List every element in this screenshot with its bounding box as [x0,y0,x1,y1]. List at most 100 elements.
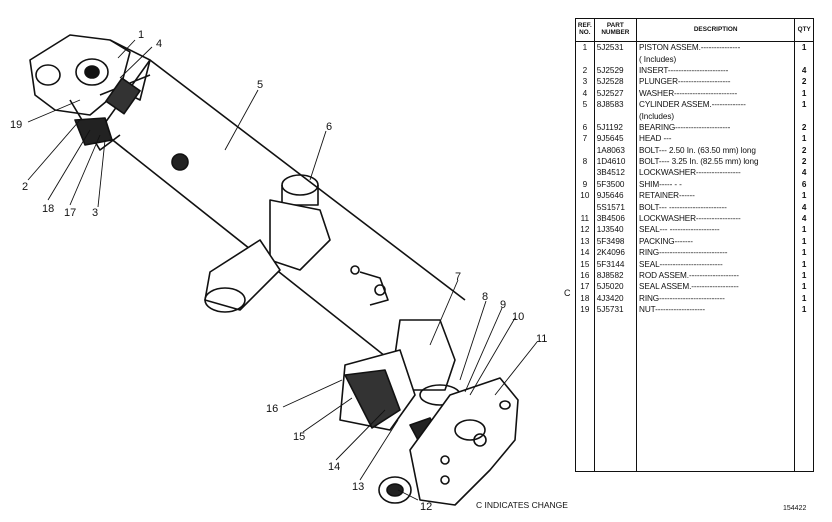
ref-no-cell: 3 [575,76,595,88]
callout-14: 14 [328,461,340,473]
leader-lines [27,39,538,501]
ref-no-cell: 8 [575,155,595,168]
description-cell: HEAD --- [635,133,796,145]
part-number-cell [593,110,638,122]
ref-no-cell [575,201,595,213]
qty-cell [794,53,814,65]
callout-1: 1 [138,29,144,41]
change-footnote: C INDICATES CHANGE [476,500,568,510]
description-cell: SEAL ASSEM.------------------ [635,281,796,293]
callout-15: 15 [293,431,305,443]
part-number-cell: 5J5731 [593,303,638,316]
qty-cell: 4 [794,64,814,77]
description-cell: BOLT--- ---------------------- [635,201,796,213]
description-cell: INSERT----------------------- [635,64,796,77]
qty-cell: 1 [794,41,814,54]
part-number-cell: 9J5645 [593,133,638,145]
ref-no-cell: 14 [575,247,595,259]
header-ref-no: REF.NO. [575,18,595,42]
qty-cell: 1 [794,292,814,304]
qty-cell: 2 [794,144,814,156]
part-number-cell [593,53,638,65]
ref-no-cell: 7 [575,133,595,145]
qty-cell: 2 [794,121,814,134]
ref-no-cell: 17 [575,281,595,293]
part-number-cell: 4J3420 [593,292,638,304]
part-number-cell: 5J5020 [593,281,638,293]
ref-no-cell: 19 [575,303,595,316]
ref-no-cell [575,144,595,156]
ref-no-cell: 18 [575,292,595,304]
filler-cell [593,315,638,473]
description-cell: ( Includes) [635,53,796,65]
qty-cell: 1 [794,98,814,111]
part-number-cell: 5F3144 [593,258,638,270]
bearing-bushing [171,153,389,313]
callout-4: 4 [156,38,162,50]
part-number-cell: 5J2527 [593,87,638,99]
part-number-cell: 5J2529 [593,64,638,77]
part-number-cell: 2K4096 [593,247,638,259]
header-description: DESCRIPTION [635,18,796,42]
qty-cell [794,110,814,122]
ref-no-cell: 13 [575,235,595,248]
qty-cell: 1 [794,281,814,293]
filler-cell [635,315,796,473]
description-cell: BOLT---- 3.25 In. (82.55 mm) long [635,155,796,168]
ref-no-cell: 11 [575,212,595,225]
table-row: (Includes) [575,110,814,122]
qty-cell: 2 [794,76,814,88]
filler-cell [575,315,595,473]
callout-8: 8 [482,291,488,303]
part-number-cell: 1J3540 [593,224,638,236]
description-cell: WASHER------------------------ [635,87,796,99]
ref-no-cell: 12 [575,224,595,236]
part-number-cell: 9J5646 [593,190,638,202]
callout-9: 9 [500,299,506,311]
ref-no-cell: 2 [575,64,595,77]
ref-no-cell [575,53,595,65]
ref-no-cell: 1 [575,41,595,54]
part-number-cell: 5J2531 [593,41,638,54]
qty-cell: 1 [794,133,814,145]
callout-19: 19 [10,119,22,131]
ref-no-cell: 10 [575,190,595,202]
callout-16: 16 [266,403,278,415]
header-qty: QTY [794,18,814,42]
seal-part [378,476,412,504]
part-number-cell: 5F3498 [593,235,638,248]
description-cell: BEARING--------------------- [635,121,796,134]
description-cell: NUT------------------- [635,303,796,316]
ref-no-cell: 6 [575,121,595,134]
description-cell: PACKING------- [635,235,796,248]
qty-cell: 1 [794,235,814,248]
part-number-cell: 1A8063 [593,144,638,156]
qty-cell: 1 [794,269,814,282]
part-number-cell: 1D4610 [593,155,638,168]
ref-no-cell: 15 [575,258,595,270]
ref-no-cell: 5 [575,98,595,111]
description-cell: PISTON ASSEM.--------------- [635,41,796,54]
description-cell: PLUNGER-------------------- [635,76,796,88]
description-cell: SEAL--- ------------------- [635,224,796,236]
callout-3: 3 [92,207,98,219]
part-number-cell: 3B4506 [593,212,638,225]
filler-cell [794,315,814,473]
callout-12: 12 [420,501,432,513]
part-number-cell: 3B4512 [593,167,638,179]
qty-cell: 1 [794,247,814,259]
